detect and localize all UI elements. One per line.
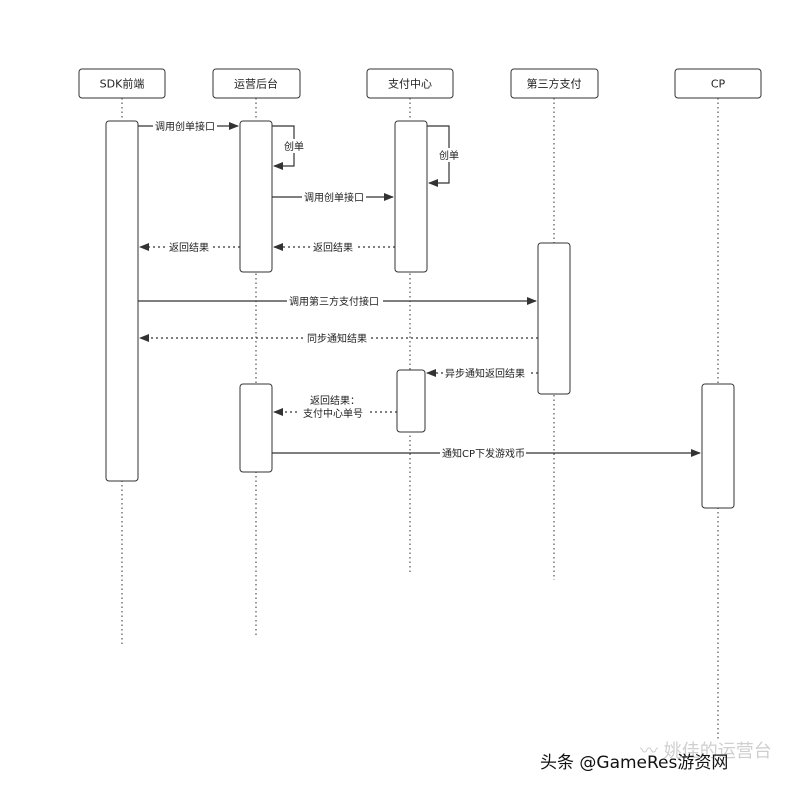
participant-label-sdk: SDK前端 bbox=[100, 77, 145, 91]
message-label-m4: 调用创单接口 bbox=[304, 191, 364, 204]
participant-box-sdk bbox=[78, 68, 166, 99]
message-label-m11: 通知CP下发游戏币 bbox=[442, 447, 525, 460]
message-label-m6: 返回结果 bbox=[313, 241, 353, 254]
participant-label-third: 第三方支付 bbox=[527, 77, 582, 91]
participant-box-third bbox=[510, 68, 599, 99]
message-label-m10-line1: 返回结果： bbox=[310, 394, 360, 407]
participant-label-cp: CP bbox=[711, 78, 726, 91]
activation-ops-1 bbox=[239, 120, 273, 273]
activation-sdk-1 bbox=[105, 120, 139, 482]
watermark-ghost-text: 〰 姚佳的运营台 bbox=[640, 741, 772, 762]
participant-box-ops bbox=[212, 68, 301, 99]
message-label-m1: 调用创单接口 bbox=[155, 120, 215, 133]
activation-ops-2 bbox=[239, 383, 273, 473]
message-label-m2: 创单 bbox=[284, 140, 304, 153]
participant-box-pay bbox=[366, 68, 454, 99]
message-label-m3: 创单 bbox=[439, 149, 459, 162]
participant-label-pay: 支付中心 bbox=[388, 78, 432, 91]
activation-cp-1 bbox=[701, 383, 735, 509]
watermark-text: 头条 @GameRes游资网 bbox=[540, 753, 729, 773]
message-label-m8: 同步通知结果 bbox=[307, 332, 367, 345]
participant-box-cp bbox=[674, 68, 762, 99]
activation-pay-1 bbox=[394, 120, 428, 273]
message-label-m9: 异步通知返回结果 bbox=[445, 367, 525, 380]
message-label-m5: 返回结果 bbox=[169, 241, 209, 254]
activation-third-1 bbox=[537, 242, 571, 395]
message-label-m7: 调用第三方支付接口 bbox=[289, 295, 379, 308]
activation-pay-2 bbox=[396, 369, 426, 433]
participant-label-ops: 运营后台 bbox=[234, 77, 278, 91]
message-label-m10-line2: 支付中心单号 bbox=[303, 407, 363, 420]
